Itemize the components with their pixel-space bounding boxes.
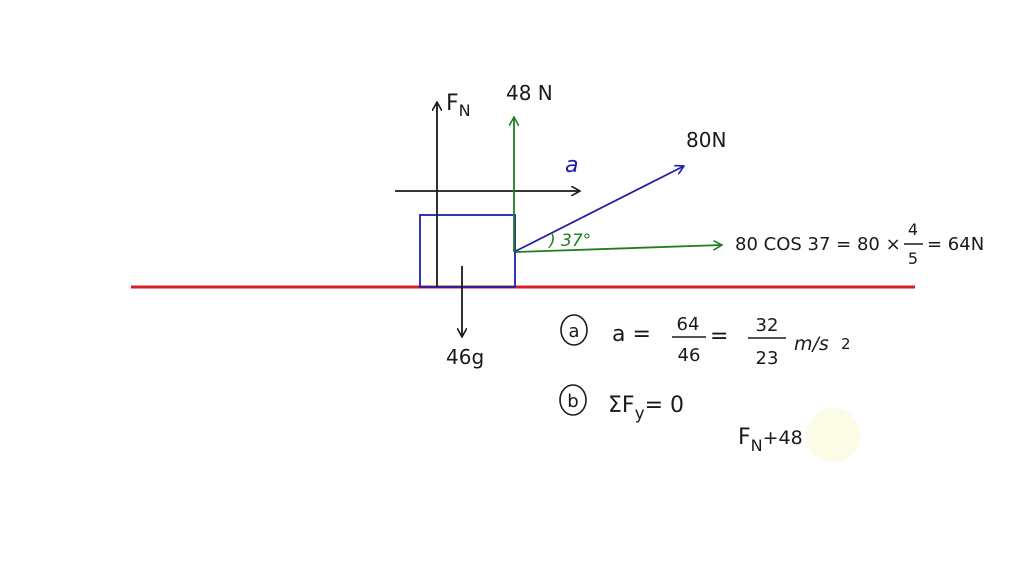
fraction-denominator: 5 <box>908 249 918 268</box>
part-a-marker-circle <box>560 314 588 346</box>
normal-force-label: FN <box>446 91 471 120</box>
horizontal-component-text: 80 COS 37 = 80 × <box>735 234 901 255</box>
solution-part-b: b ΣFy= 0 FN+48 = <box>559 384 825 455</box>
acceleration-label: a <box>565 153 578 178</box>
block <box>419 214 516 288</box>
part-a-frac1-den: 46 <box>678 345 701 366</box>
pen-cursor-icon <box>806 408 860 462</box>
applied-force-arrow <box>515 166 684 252</box>
part-a-frac1-num: 64 <box>677 314 700 335</box>
horizontal-component-arrow <box>515 245 722 253</box>
part-a-unit-exponent: 2 <box>841 335 851 353</box>
horizontal-component-equation: 80 COS 37 = 80 × 4 5 = 64N <box>735 220 984 268</box>
part-a-equals: = <box>710 324 728 349</box>
horizontal-component-result: = 64N <box>927 234 984 255</box>
part-a-frac2-den: 23 <box>756 348 779 369</box>
solution-part-a: a a = 64 46 = 32 23 m/s 2 <box>560 314 851 369</box>
part-a-marker: a <box>568 321 579 342</box>
part-a-unit: m/s <box>794 333 829 355</box>
applied-force-label: 80N <box>686 128 726 152</box>
angle-label: ) 37° <box>547 231 591 251</box>
part-b-marker: b <box>567 391 578 412</box>
part-a-lhs: a = <box>612 322 651 347</box>
part-a-frac2-num: 32 <box>756 315 779 336</box>
vertical-component-label: 48 N <box>506 81 553 105</box>
part-b-marker-circle <box>559 384 587 416</box>
weight-label: 46g <box>446 345 484 369</box>
fraction-numerator: 4 <box>908 220 918 239</box>
part-b-equation: ΣFy= 0 <box>608 393 684 424</box>
